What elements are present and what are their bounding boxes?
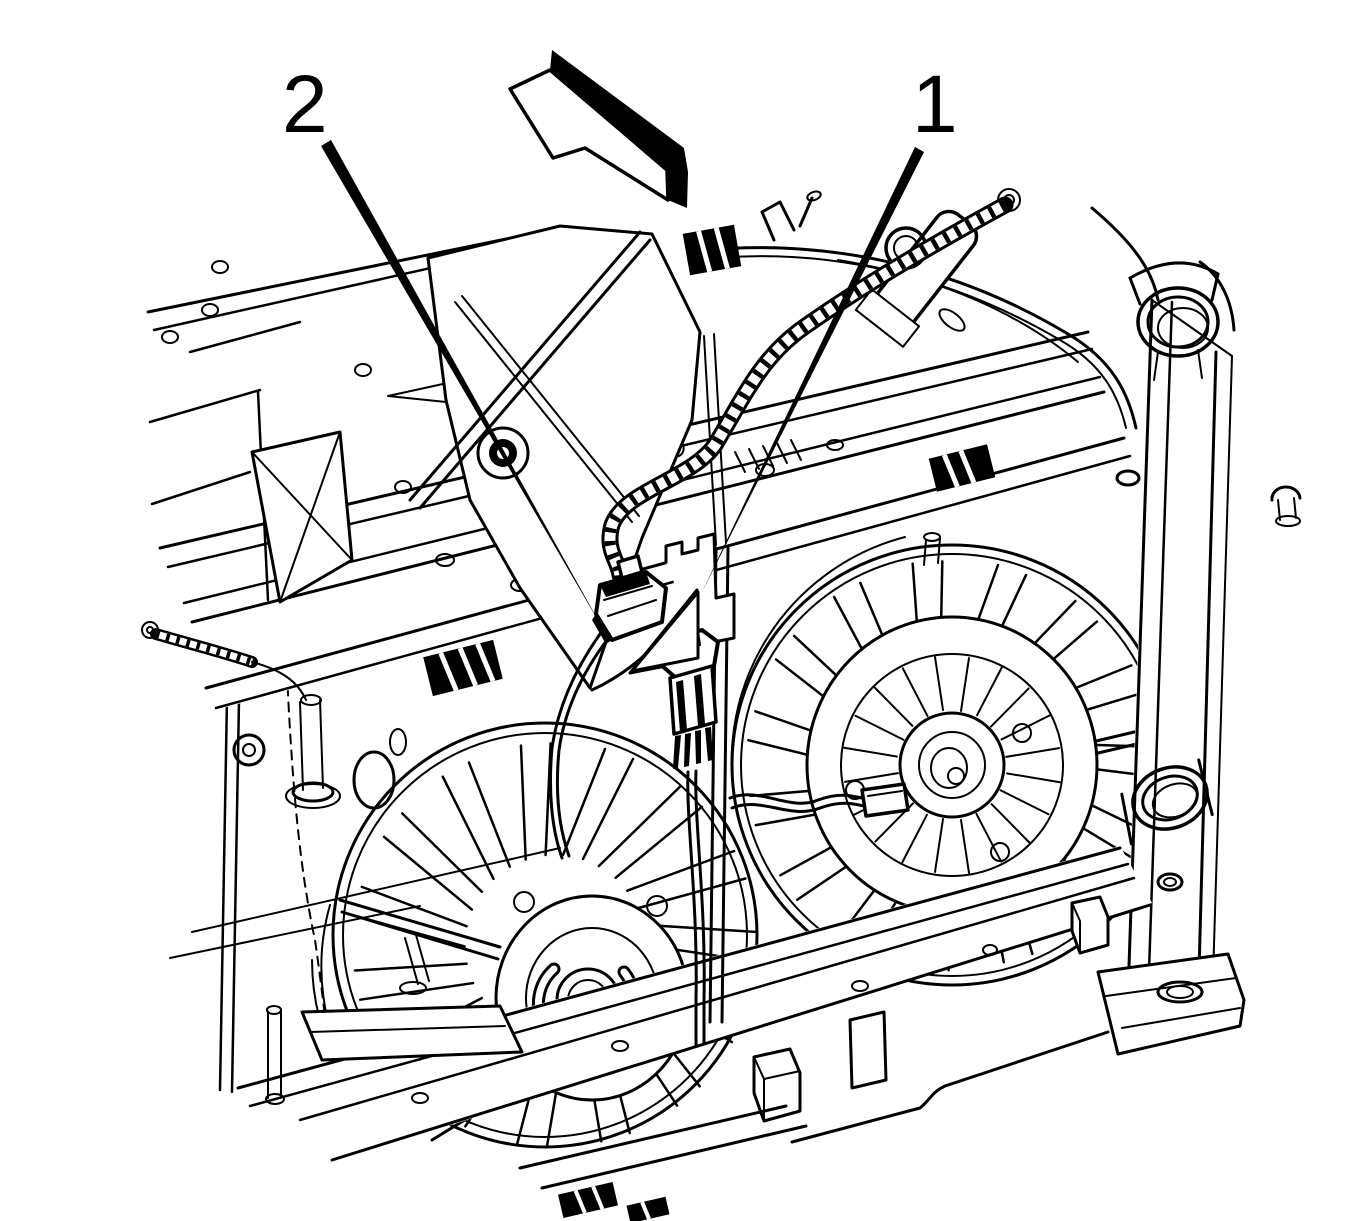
callout-label-2: 2 bbox=[282, 59, 328, 150]
connector-2 bbox=[592, 554, 668, 644]
connector-terminal-pins bbox=[673, 727, 713, 769]
connector-1 bbox=[658, 628, 720, 1048]
fan-motor-right bbox=[728, 532, 1189, 915]
radiator-filler-neck bbox=[1090, 206, 1236, 381]
callout-leader-2 bbox=[321, 140, 603, 629]
radiator-lower-outlet bbox=[1120, 758, 1214, 846]
callout-label-1: 1 bbox=[912, 59, 958, 150]
radiator-right-tank bbox=[1084, 298, 1302, 1011]
cooling-fan-right bbox=[728, 532, 1189, 987]
body-panels-upper-left bbox=[146, 224, 702, 690]
direction-arrow-icon bbox=[508, 50, 688, 208]
left-end-fittings bbox=[141, 621, 524, 1105]
callout-leader-1 bbox=[630, 147, 924, 673]
harness-clip-left bbox=[423, 639, 503, 697]
harness-clip-right bbox=[928, 444, 996, 492]
